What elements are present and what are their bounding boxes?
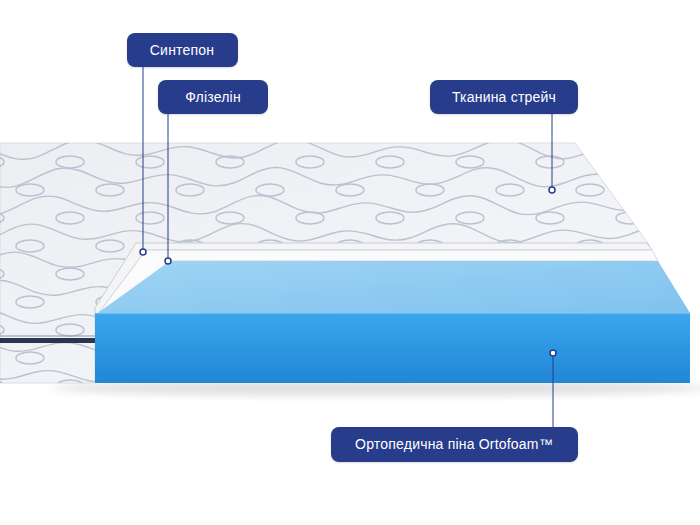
foam-top	[95, 261, 690, 315]
callout-dot	[140, 249, 146, 255]
quilt-loop	[0, 212, 4, 224]
quilt-loop	[456, 212, 484, 224]
foam-front	[95, 313, 690, 383]
quilt-loop	[0, 324, 4, 336]
quilt-loop	[0, 268, 4, 280]
leader-line	[168, 97, 169, 258]
quilt-loop	[616, 156, 644, 168]
callout-dot	[165, 258, 171, 264]
quilt-loop	[536, 212, 564, 224]
quilt-loop	[336, 184, 364, 196]
quilt-loop	[0, 156, 4, 168]
callout-label: Тканина стрейч	[452, 89, 556, 106]
callout-dot	[549, 187, 555, 193]
quilt-loop	[56, 268, 84, 280]
quilt-loop	[56, 212, 84, 224]
quilt-wave	[0, 138, 700, 159]
quilt-loop	[616, 212, 644, 224]
quilt-loop	[256, 184, 284, 196]
quilt-loop	[216, 156, 244, 168]
quilt-loop	[96, 184, 124, 196]
quilt-loop	[416, 184, 444, 196]
quilt-loop	[16, 352, 44, 364]
quilt-loop	[656, 184, 684, 196]
quilt-loop	[696, 156, 700, 168]
quilt-loop	[296, 156, 324, 168]
callout-box: Флізелін	[158, 80, 268, 114]
callout-dot	[550, 350, 556, 356]
quilt-loop	[16, 240, 44, 252]
callout-label: Ортопедична піна Ortofoam™	[355, 436, 553, 453]
leader-line	[143, 50, 144, 249]
quilt-loop	[456, 156, 484, 168]
quilt-loop	[16, 184, 44, 196]
quilt-loop	[136, 156, 164, 168]
quilt-loop	[56, 156, 84, 168]
callout-box: Синтепон	[127, 33, 238, 67]
quilt-loop	[216, 212, 244, 224]
quilt-loop	[56, 324, 84, 336]
quilt-loop	[16, 296, 44, 308]
callout-dots	[140, 187, 556, 356]
callout-label: Флізелін	[185, 89, 241, 106]
quilt-loop	[696, 380, 700, 392]
quilt-pattern	[0, 138, 700, 392]
foam-edge	[95, 313, 690, 314]
callout-box: Тканина стрейч	[430, 80, 578, 114]
seam-piping	[0, 338, 95, 343]
quilt-loop	[0, 380, 4, 392]
quilt-loop	[376, 156, 404, 168]
quilt-loop	[536, 156, 564, 168]
quilt-wave	[0, 196, 700, 216]
quilt-loop	[296, 212, 324, 224]
callout-box: Ортопедична піна Ortofoam™	[331, 427, 578, 462]
quilt-loop	[96, 240, 124, 252]
quilt-loop	[176, 184, 204, 196]
quilt-loop	[496, 184, 524, 196]
quilt-loop	[656, 240, 684, 252]
quilt-loop	[696, 324, 700, 336]
seam-line	[0, 336, 95, 337]
quilt-loop	[576, 184, 604, 196]
callout-label: Синтепон	[150, 42, 214, 59]
quilt-loop	[376, 212, 404, 224]
quilt-loop	[696, 268, 700, 280]
quilt-loop	[136, 212, 164, 224]
quilt-loop	[696, 212, 700, 224]
quilt-loop	[56, 380, 84, 392]
